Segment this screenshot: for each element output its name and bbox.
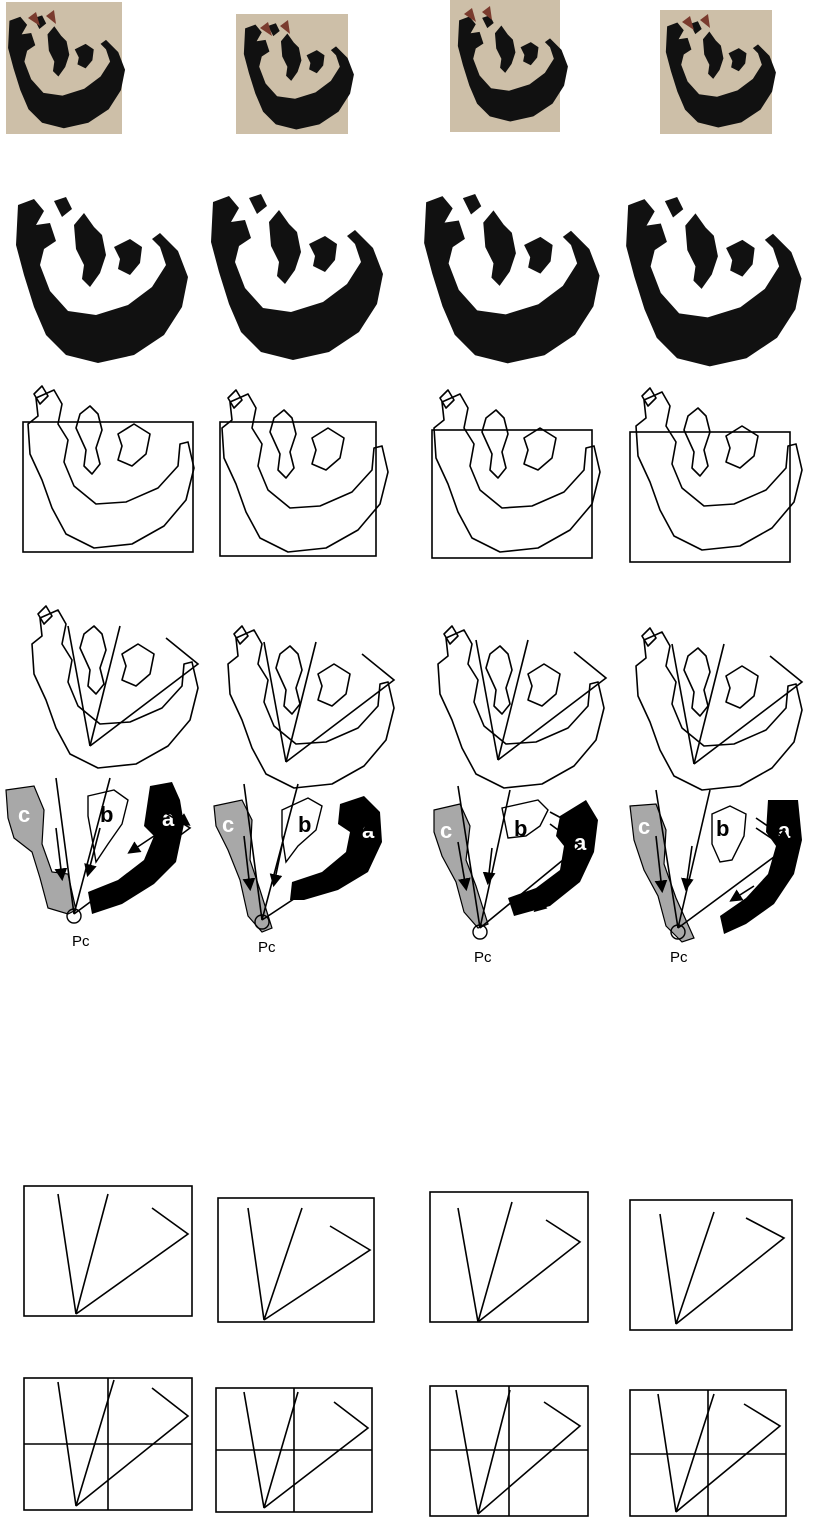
label-b: b <box>298 812 311 837</box>
row-outline-skeleton <box>32 606 802 790</box>
skeleton-box-3 <box>430 1192 588 1322</box>
outline-box-1 <box>23 386 194 552</box>
label-c: c <box>638 814 650 839</box>
outline-box-2 <box>220 390 388 556</box>
label-b: b <box>514 816 527 841</box>
photo-1 <box>6 2 125 134</box>
pc-label: Pc <box>72 933 90 950</box>
skeleton-box-2 <box>218 1198 374 1322</box>
binary-letter-3 <box>424 194 599 363</box>
pc-label: Pc <box>258 939 276 956</box>
row-skeleton-box <box>24 1186 792 1330</box>
label-a: a <box>778 818 791 843</box>
label-c: c <box>18 802 30 827</box>
skeleton-grid-4 <box>630 1390 786 1516</box>
row-segments: c b a c b a c b a c b a <box>6 782 802 942</box>
label-c: c <box>222 812 234 837</box>
label-c: c <box>440 818 452 843</box>
pc-label: Pc <box>670 949 688 966</box>
photo-2 <box>236 14 354 134</box>
binary-letter-1 <box>16 197 188 363</box>
skeleton-grid-2 <box>216 1388 372 1512</box>
skeleton-grid-1 <box>24 1378 192 1510</box>
skeleton-box-4 <box>630 1200 792 1330</box>
segments-4: c b a <box>630 800 802 942</box>
pc-label: Pc <box>474 949 492 966</box>
photo-3 <box>450 0 568 132</box>
row-binary <box>16 194 802 366</box>
row-skeleton-grid <box>24 1378 786 1516</box>
outline-skeleton-1 <box>32 606 198 768</box>
photo-4 <box>660 10 776 134</box>
binary-letter-2 <box>211 194 383 360</box>
binary-letter-4 <box>626 197 801 366</box>
segments-2: c b a <box>214 796 382 932</box>
outline-skeleton-3 <box>438 626 606 788</box>
outline-box-3 <box>432 390 600 558</box>
row-photo <box>6 0 776 134</box>
label-b: b <box>716 816 729 841</box>
row-outline-box <box>23 386 802 562</box>
outline-skeleton-2 <box>228 626 394 788</box>
outline-box-4 <box>630 388 802 562</box>
skeleton-grid-3 <box>430 1386 588 1516</box>
outline-skeleton-4 <box>636 628 802 790</box>
segments-3: c b a <box>434 800 598 928</box>
skeleton-box-1 <box>24 1186 192 1316</box>
